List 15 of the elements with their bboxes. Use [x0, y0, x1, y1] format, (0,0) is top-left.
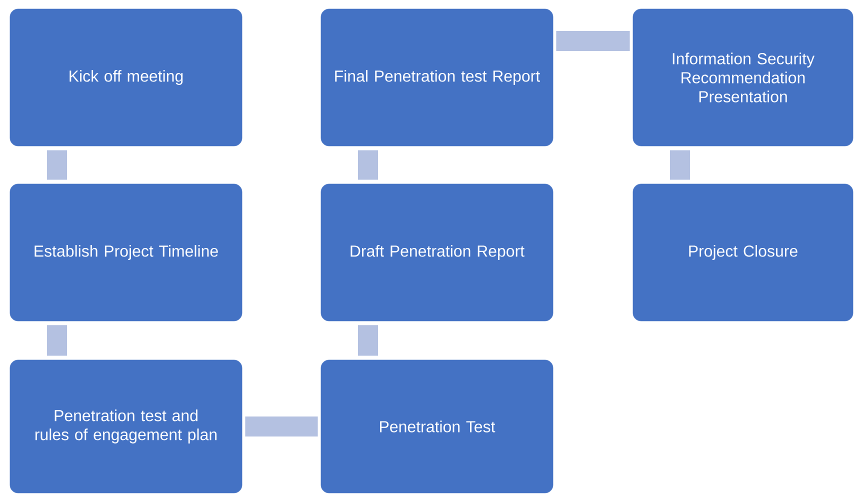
connector-bar	[245, 416, 318, 436]
connector-bar	[47, 150, 67, 180]
process-box: Establish Project Timeline	[10, 184, 242, 322]
process-box: Information Security Recommendation Presentation	[632, 8, 854, 146]
connector-bar	[670, 150, 690, 180]
connector-bar	[556, 31, 630, 51]
process-box: Penetration test and rules of engagement plan	[10, 360, 242, 494]
connector-bar	[358, 150, 378, 180]
process-box: Draft Penetration Report	[320, 184, 554, 322]
process-box: Penetration Test	[320, 360, 554, 494]
connector-bar	[358, 325, 378, 356]
connector-bar	[47, 325, 67, 356]
process-box: Final Penetration test Report	[320, 8, 554, 146]
process-box: Kick off meeting	[10, 8, 242, 146]
process-box: Project Closure	[632, 184, 854, 322]
